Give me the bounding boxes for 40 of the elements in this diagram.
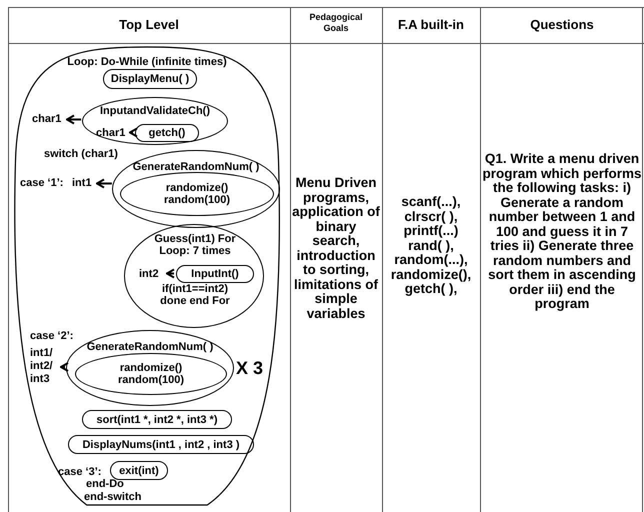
repeat-count: X 3 — [236, 358, 264, 379]
function-label: Loop: Do-While (infinite times) — [66, 56, 228, 68]
variable-label: int1/ int2/ int3 — [30, 347, 60, 387]
column-header: Questions — [529, 17, 595, 32]
function-label: exit(int) — [118, 464, 160, 476]
goals-text: Menu Driven programs, application of binary search, introduction to sorting, limitations of simple variables — [291, 176, 381, 321]
function-label: Guess(int1) For Loop: 7 times — [153, 233, 237, 257]
variable-label: int1 — [72, 177, 96, 190]
function-label: DisplayMenu( ) — [110, 73, 190, 85]
loop-oval — [124, 224, 264, 328]
function-label: randomize() random(100) — [116, 362, 186, 386]
arrow — [66, 114, 82, 124]
code-label: switch (char1) — [44, 148, 119, 161]
function-label: InputandValidateCh() — [99, 105, 211, 117]
functions-text: scanf(...), clrscr( ), printf(...) rand( ), random(...), randomize(), getch( ), — [390, 195, 472, 296]
variable-label: int2 — [139, 268, 167, 281]
function-label: DisplayNums(int1 , int2 , int3 ) — [81, 438, 241, 450]
code-label: case ‘3’: — [58, 466, 102, 479]
column-header: Pedagogical Goals — [308, 12, 364, 34]
code-label: case ‘2’: — [30, 330, 74, 343]
arrow — [166, 268, 175, 278]
function-label: randomize() random(100) — [162, 182, 232, 206]
arrow — [96, 178, 112, 188]
variable-label: char1 — [96, 127, 130, 140]
arrow — [129, 128, 138, 138]
function-oval — [82, 97, 228, 145]
variable-label: char1 — [32, 113, 66, 126]
code-label: if(int1==int2) done end For — [159, 283, 231, 307]
code-label: end-switch — [84, 491, 142, 504]
column-header: F.A built-in — [397, 17, 465, 32]
function-oval — [120, 172, 274, 216]
column-header: Top Level — [118, 17, 180, 32]
code-label: case ‘1’: — [20, 177, 60, 190]
question-text: Q1. Write a menu driven program which performs the following tasks: i) Generate a random number between 1 and 100 and guess it in 7 tries ii) Generate three random numbers and sort them in ascending order iii) end the program — [482, 152, 642, 312]
function-label: InputInt() — [190, 268, 240, 280]
function-label: sort(int1 *, int2 *, int3 *) — [95, 414, 218, 426]
arrow — [60, 362, 69, 372]
function-oval — [75, 353, 227, 395]
code-label: end-Do — [86, 478, 125, 491]
function-label: getch() — [148, 127, 186, 139]
